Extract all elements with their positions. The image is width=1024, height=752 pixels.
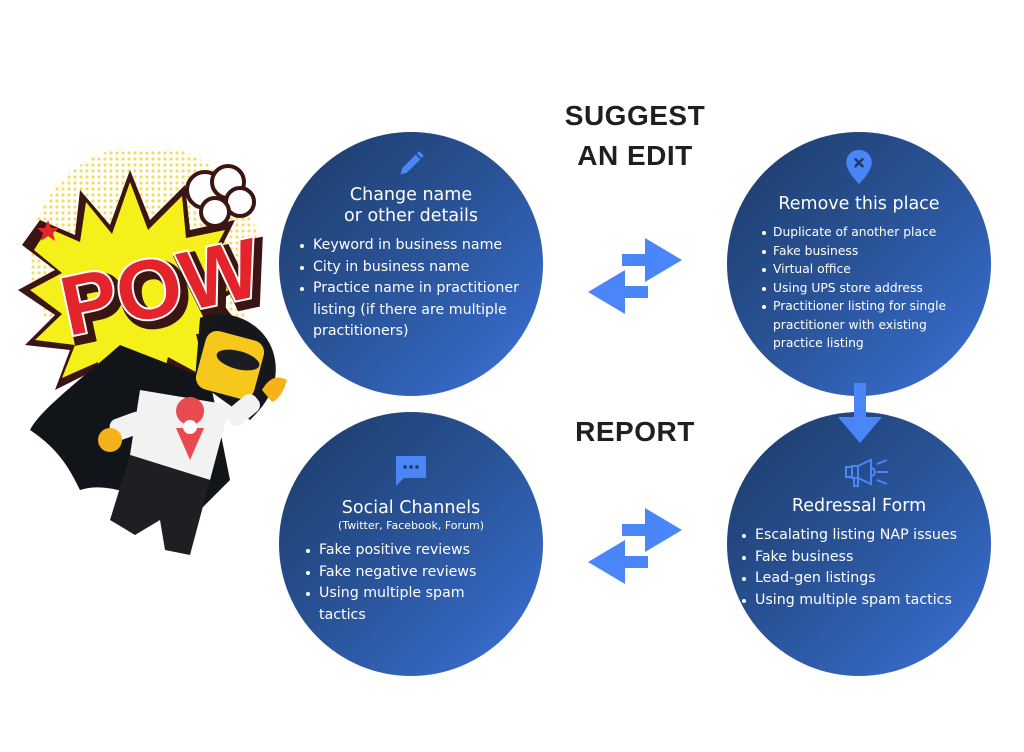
suggest-heading-line2: AN EDIT	[577, 140, 693, 171]
social-channels-subtitle: (Twitter, Facebook, Forum)	[338, 519, 484, 532]
megaphone-icon	[845, 458, 888, 487]
arrow-down-icon	[838, 383, 882, 443]
list-item: Practitioner listing for single practiti…	[757, 297, 963, 353]
legs	[110, 455, 210, 555]
swap-arrows-icon-top	[588, 238, 682, 314]
star-icon	[37, 220, 59, 241]
right-arm	[226, 394, 260, 426]
report-heading: REPORT	[575, 416, 695, 447]
arrow-right	[622, 238, 682, 282]
suggest-an-edit-heading: SUGGEST AN EDIT	[560, 96, 710, 176]
map-pin-x-icon	[846, 150, 872, 184]
left-hand	[98, 428, 122, 452]
change-details-title: Change name or other details	[289, 185, 533, 227]
list-item: Duplicate of another place	[757, 223, 977, 242]
cloud-puff	[185, 164, 256, 228]
arrow-left	[588, 540, 648, 584]
list-item: Fake negative reviews	[301, 562, 533, 584]
list-item: Fake positive reviews	[301, 540, 533, 562]
change-details-title-line2: or other details	[344, 206, 478, 226]
list-item: Fake business	[757, 242, 977, 261]
arrow-right	[622, 508, 682, 552]
remove-place-title: Remove this place	[778, 194, 940, 214]
social-channels-title: Social Channels	[341, 498, 481, 518]
list-item: Lead-gen listings	[737, 568, 985, 590]
social-channels-circle: Social Channels (Twitter, Facebook, Foru…	[279, 412, 543, 676]
redressal-form-title: Redressal Form	[791, 496, 927, 516]
redressal-form-circle: Redressal Form Escalating listing NAP is…	[727, 412, 991, 676]
list-item: Escalating listing NAP issues	[737, 525, 985, 547]
right-hand	[262, 377, 287, 402]
redressal-form-list: Escalating listing NAP issues Fake busin…	[733, 525, 985, 611]
pencil-icon	[400, 151, 424, 175]
change-details-title-line1: Change name	[349, 185, 473, 205]
list-item: Keyword in business name	[295, 235, 533, 257]
list-item: Using UPS store address	[757, 279, 977, 298]
list-item: Virtual office	[757, 260, 977, 279]
remove-place-circle: Remove this place Duplicate of another p…	[727, 132, 991, 396]
list-item: City in business name	[295, 257, 533, 279]
arrow-left	[588, 270, 648, 314]
swap-arrows-icon-bottom	[588, 508, 682, 584]
suggest-heading-line1: SUGGEST	[564, 100, 706, 131]
change-details-circle: Change name or other details Keyword in …	[279, 132, 543, 396]
list-item: Fake business	[737, 547, 985, 569]
social-channels-list: Fake positive reviews Fake negative revi…	[289, 540, 533, 626]
mask	[216, 349, 260, 371]
pow-lettering: POW POW	[51, 218, 280, 364]
list-item: Using multiple spam tactics	[737, 590, 985, 612]
list-item: Practice name in practitioner listing (i…	[295, 278, 523, 343]
change-details-list: Keyword in business name City in busines…	[289, 235, 533, 343]
lego-superhero-illustration: POW POW	[18, 150, 287, 555]
chat-bubble-icon	[396, 456, 426, 486]
remove-place-list: Duplicate of another place Fake business…	[757, 223, 977, 353]
burst-yellow	[30, 182, 242, 402]
list-item: Using multiple spam tactics	[301, 583, 489, 626]
